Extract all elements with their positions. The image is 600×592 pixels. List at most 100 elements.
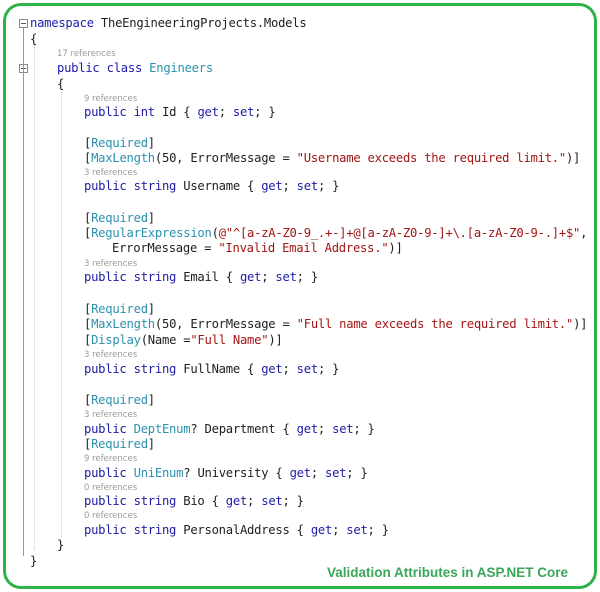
outline-line (23, 28, 24, 556)
code-token: Required (91, 136, 148, 150)
code-token: set (325, 466, 347, 480)
code-token: )] (268, 333, 283, 347)
indent-guide (34, 45, 35, 550)
code-token: get (197, 105, 219, 119)
attribute-required: [Required] (84, 302, 155, 316)
code-line-brace: { (57, 77, 64, 92)
code-token: RegularExpression (91, 226, 212, 240)
code-token: , (580, 226, 588, 240)
code-token: Username (183, 179, 240, 193)
code-token: string (133, 494, 177, 508)
code-token: ( (211, 226, 219, 240)
code-token: get (239, 270, 262, 284)
code-token: University (197, 466, 269, 480)
code-token: public (84, 523, 127, 537)
code-token: ErrorMessage = (112, 241, 219, 255)
code-token: { (30, 32, 38, 46)
code-token: { (57, 77, 65, 91)
code-token: Email (183, 270, 219, 284)
code-token: public (84, 422, 127, 436)
attribute-maxlength: [MaxLength(50, ErrorMessage = "Full name… (84, 317, 588, 331)
property-university: public UniEnum? University { get; set; } (84, 466, 368, 480)
property-fullname: public string FullName { get; set; } (84, 362, 340, 376)
attribute-regex-cont: ErrorMessage = "Invalid Email Address.")… (112, 241, 403, 256)
code-lens-references[interactable]: 9 references (84, 454, 138, 464)
code-token: string (133, 523, 177, 537)
code-token: } (30, 554, 38, 568)
code-token: )] (388, 241, 403, 255)
code-token: set (332, 422, 354, 436)
code-token: public (84, 362, 127, 376)
code-lens-references[interactable]: 3 references (84, 410, 138, 420)
code-token: @"^[a-zA-Z0-9_.+-]+@[a-zA-Z0-9-]+\.[a-zA… (218, 226, 581, 240)
code-token: )] (565, 151, 581, 165)
code-lens-references[interactable]: 3 references (84, 350, 138, 360)
code-token: Required (91, 393, 148, 407)
code-line-namespace: namespace TheEngineeringProjects.Models (30, 16, 307, 31)
code-lens-references[interactable]: 17 references (57, 49, 116, 59)
code-line-class: public class Engineers (57, 61, 213, 76)
code-lens-references[interactable]: 0 references (84, 511, 138, 521)
code-token: (50, ErrorMessage = (154, 151, 297, 165)
code-token: Bio (183, 494, 205, 508)
collapse-icon[interactable] (19, 19, 28, 28)
code-token: public (57, 61, 100, 75)
code-token: set (296, 362, 319, 376)
code-line-brace: { (30, 32, 37, 47)
code-token: public (84, 270, 127, 284)
code-token: public (84, 179, 127, 193)
code-token: public (84, 494, 127, 508)
attribute-required: [Required] (84, 437, 155, 451)
code-lens-references[interactable]: 9 references (84, 94, 138, 104)
code-token: set (261, 494, 283, 508)
code-token: PersonalAddress (183, 523, 290, 537)
attribute-regex: [RegularExpression(@"^[a-zA-Z0-9_.+-]+@[… (84, 226, 588, 240)
code-token: public (84, 105, 127, 119)
code-token: get (310, 523, 333, 537)
caption: Validation Attributes in ASP.NET Core (326, 565, 568, 580)
code-token: Department (204, 422, 276, 436)
attribute-required: [Required] (84, 211, 155, 225)
code-token: get (261, 362, 283, 376)
code-token: public (84, 466, 127, 480)
namespace-name: TheEngineeringProjects.Models (100, 16, 307, 30)
class-name: Engineers (149, 61, 213, 75)
code-token: "Invalid Email Address." (218, 241, 389, 255)
code-token: set (296, 179, 319, 193)
code-token: DeptEnum (133, 422, 191, 436)
code-token: MaxLength (91, 317, 155, 331)
property-username: public string Username { get; set; } (84, 179, 340, 193)
code-line-brace: } (57, 538, 64, 553)
code-token: Display (91, 333, 141, 347)
code-token: "Username exceeds the required limit." (296, 151, 567, 165)
code-token: set (275, 270, 297, 284)
property-id: public int Id { get; set; } (84, 105, 276, 119)
code-lens-references[interactable]: 3 references (84, 259, 138, 269)
code-token: (Name = (140, 333, 191, 347)
attribute-maxlength: [MaxLength(50, ErrorMessage = "Username … (84, 151, 581, 165)
indent-guide (61, 92, 62, 537)
code-token: set (232, 105, 255, 119)
code-token: string (133, 270, 177, 284)
keyword: namespace (30, 16, 94, 30)
green-frame (3, 3, 597, 589)
code-token: get (296, 422, 319, 436)
attribute-display: [Display(Name ="Full Name")] (84, 333, 283, 347)
property-personaladdress: public string PersonalAddress { get; set… (84, 523, 389, 537)
code-token: (50, ErrorMessage = (154, 317, 297, 331)
code-token: )] (573, 317, 588, 331)
code-token: Required (91, 437, 148, 451)
property-bio: public string Bio { get; set; } (84, 494, 304, 508)
code-token: get (225, 494, 248, 508)
code-token: int (133, 105, 156, 119)
code-line-brace: } (30, 554, 37, 569)
code-token: UniEnum (133, 466, 184, 480)
attribute-required: [Required] (84, 393, 155, 407)
property-email: public string Email { get; set; } (84, 270, 318, 284)
code-lens-references[interactable]: 0 references (84, 483, 138, 493)
code-token: set (346, 523, 368, 537)
code-lens-references[interactable]: 3 references (84, 168, 138, 178)
attribute-required: [Required] (84, 136, 155, 150)
code-token: FullName (183, 362, 240, 376)
